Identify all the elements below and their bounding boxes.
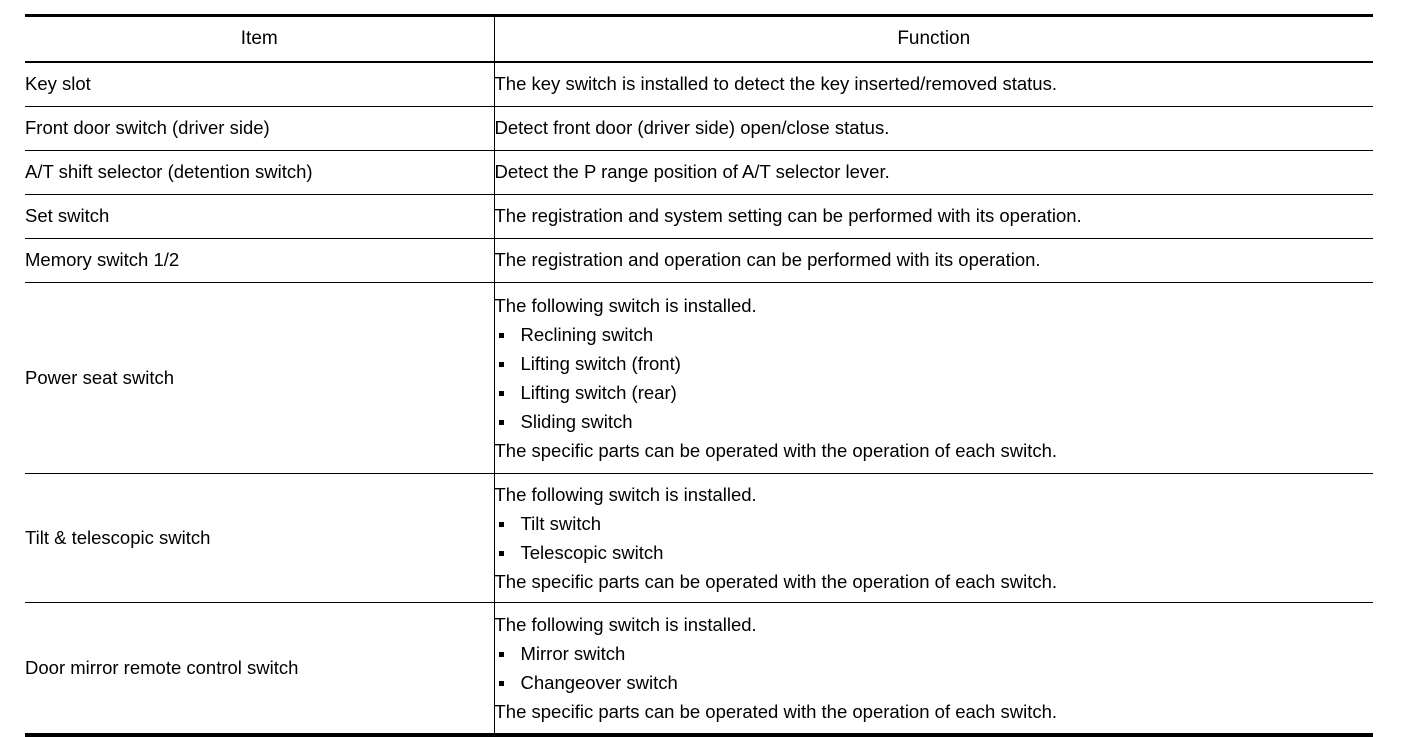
list-item: Sliding switch bbox=[495, 407, 1374, 436]
switch-list: Tilt switch Telescopic switch bbox=[495, 509, 1374, 567]
cell-function: The following switch is installed. Mirro… bbox=[494, 602, 1374, 737]
bullet-icon bbox=[498, 651, 504, 657]
column-header-function: Function bbox=[494, 14, 1373, 63]
table-row: Set switch The registration and system s… bbox=[25, 194, 1373, 239]
table-row: A/T shift selector (detention switch) De… bbox=[25, 150, 1373, 195]
cell-item: Set switch bbox=[25, 194, 495, 239]
function-block: The following switch is installed. Mirro… bbox=[495, 610, 1374, 726]
item-function-table: Item Function Key slot The key switch is… bbox=[25, 14, 1373, 737]
list-item-label: Sliding switch bbox=[520, 411, 633, 432]
bullet-icon bbox=[498, 521, 504, 527]
function-lead: The following switch is installed. bbox=[494, 484, 757, 505]
list-item-label: Tilt switch bbox=[520, 513, 602, 534]
table-row: Power seat switch The following switch i… bbox=[25, 282, 1374, 474]
list-item-label: Mirror switch bbox=[520, 643, 626, 664]
bullet-icon bbox=[498, 680, 504, 686]
cell-item: A/T shift selector (detention switch) bbox=[25, 150, 495, 195]
bullet-icon bbox=[498, 332, 504, 338]
function-text: The key switch is installed to detect th… bbox=[494, 73, 1057, 95]
table-body: Key slot The key switch is installed to … bbox=[25, 62, 1374, 737]
function-lead: The following switch is installed. bbox=[494, 614, 757, 635]
list-item: Reclining switch bbox=[495, 320, 1374, 349]
switch-list: Reclining switch Lifting switch (front) … bbox=[495, 320, 1374, 436]
list-item-label: Lifting switch (rear) bbox=[520, 382, 677, 403]
function-tail: The specific parts can be operated with … bbox=[494, 701, 1058, 722]
cell-item: Door mirror remote control switch bbox=[25, 602, 495, 737]
cell-function: The following switch is installed. Recli… bbox=[494, 282, 1374, 474]
function-block: The following switch is installed. Tilt … bbox=[495, 480, 1374, 596]
list-item-label: Telescopic switch bbox=[520, 542, 664, 563]
list-item: Mirror switch bbox=[495, 639, 1374, 668]
cell-function: Detect the P range position of A/T selec… bbox=[494, 150, 1373, 195]
function-text: Detect the P range position of A/T selec… bbox=[494, 161, 890, 183]
cell-item: Front door switch (driver side) bbox=[25, 106, 495, 151]
function-tail: The specific parts can be operated with … bbox=[494, 571, 1058, 592]
bullet-icon bbox=[498, 390, 504, 396]
cell-function: Detect front door (driver side) open/clo… bbox=[494, 106, 1373, 151]
list-item: Changeover switch bbox=[495, 668, 1374, 697]
bullet-icon bbox=[498, 550, 504, 556]
cell-function: The following switch is installed. Tilt … bbox=[494, 473, 1374, 603]
table-row: Key slot The key switch is installed to … bbox=[25, 62, 1373, 107]
column-header-item: Item bbox=[25, 14, 495, 63]
cell-function: The key switch is installed to detect th… bbox=[494, 62, 1373, 107]
switch-list: Mirror switch Changeover switch bbox=[495, 639, 1374, 697]
cell-function: The registration and system setting can … bbox=[494, 194, 1373, 239]
list-item-label: Changeover switch bbox=[520, 672, 678, 693]
cell-item: Key slot bbox=[25, 62, 495, 107]
list-item-label: Lifting switch (front) bbox=[520, 353, 681, 374]
list-item: Tilt switch bbox=[495, 509, 1374, 538]
table-row: Memory switch 1/2 The registration and o… bbox=[25, 238, 1373, 283]
list-item: Lifting switch (front) bbox=[495, 349, 1374, 378]
table-header: Item Function bbox=[25, 14, 1373, 63]
bullet-icon bbox=[498, 361, 504, 367]
bullet-icon bbox=[498, 419, 504, 425]
function-block: The following switch is installed. Recli… bbox=[495, 291, 1374, 465]
function-lead: The following switch is installed. bbox=[494, 295, 757, 316]
cell-item: Power seat switch bbox=[25, 282, 495, 474]
function-tail: The specific parts can be operated with … bbox=[494, 440, 1058, 461]
list-item: Lifting switch (rear) bbox=[495, 378, 1374, 407]
cell-item: Memory switch 1/2 bbox=[25, 238, 495, 283]
table-row: Tilt & telescopic switch The following s… bbox=[25, 473, 1374, 603]
table-row: Front door switch (driver side) Detect f… bbox=[25, 106, 1373, 151]
cell-item: Tilt & telescopic switch bbox=[25, 473, 495, 603]
table-row: Door mirror remote control switch The fo… bbox=[25, 602, 1374, 737]
cell-function: The registration and operation can be pe… bbox=[494, 238, 1373, 283]
function-text: The registration and operation can be pe… bbox=[494, 249, 1041, 271]
function-text: The registration and system setting can … bbox=[494, 205, 1082, 227]
table-header-row: Item Function bbox=[25, 14, 1373, 63]
function-text: Detect front door (driver side) open/clo… bbox=[494, 117, 890, 139]
list-item: Telescopic switch bbox=[495, 538, 1374, 567]
list-item-label: Reclining switch bbox=[520, 324, 654, 345]
